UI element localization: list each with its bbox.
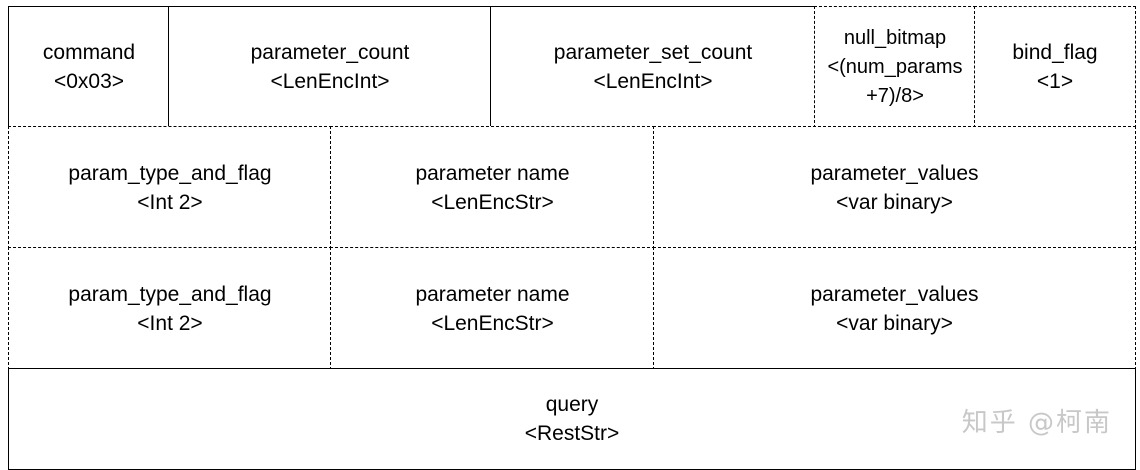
cell-command: command <0x03>: [8, 6, 170, 128]
cell-param-type-and-flag: param_type_and_flag <Int 2>: [8, 247, 332, 370]
field-name: parameter name: [415, 282, 570, 306]
field-name: query: [545, 393, 599, 416]
field-type: <LenEncStr>: [431, 190, 554, 214]
field-name: parameter name: [415, 161, 570, 185]
field-type: <var binary>: [836, 190, 953, 214]
cell-null-bitmap: null_bitmap <(num_params +7)/8>: [814, 6, 976, 128]
field-name: param_type_and_flag: [68, 161, 272, 185]
field-type: <0x03>: [53, 70, 125, 93]
field-type: <var binary>: [836, 311, 953, 335]
field-type-cont: +7)/8>: [866, 84, 924, 107]
field-type: <1>: [1036, 70, 1074, 93]
cell-parameter-count: parameter_count <LenEncInt>: [168, 6, 492, 128]
field-name: null_bitmap: [843, 26, 947, 49]
cell-parameter-name: parameter name <LenEncStr>: [330, 247, 655, 370]
field-name: parameter_values: [810, 282, 979, 306]
field-name: bind_flag: [1012, 41, 1098, 64]
cell-param-type-and-flag: param_type_and_flag <Int 2>: [8, 126, 332, 249]
watermark-text: 知乎 @柯南: [961, 408, 1112, 438]
field-type: <RestStr>: [524, 422, 620, 445]
field-name: param_type_and_flag: [68, 282, 272, 306]
field-type: <Int 2>: [137, 190, 203, 214]
field-type: <(num_params: [827, 55, 963, 78]
cell-parameter-values: parameter_values <var binary>: [653, 126, 1136, 249]
field-name: parameter_set_count: [553, 41, 753, 64]
cell-parameter-name: parameter name <LenEncStr>: [330, 126, 655, 249]
field-type: <Int 2>: [137, 311, 203, 335]
field-type: <LenEncInt>: [270, 70, 390, 93]
field-type: <LenEncStr>: [431, 311, 554, 335]
cell-parameter-set-count: parameter_set_count <LenEncInt>: [490, 6, 816, 128]
field-name: command: [42, 41, 136, 64]
cell-parameter-values: parameter_values <var binary>: [653, 247, 1136, 370]
field-type: <LenEncInt>: [593, 70, 713, 93]
cell-bind-flag: bind_flag <1>: [974, 6, 1136, 128]
field-name: parameter_values: [810, 161, 979, 185]
cell-query: query <RestStr>: [8, 368, 1136, 470]
field-name: parameter_count: [250, 41, 410, 64]
